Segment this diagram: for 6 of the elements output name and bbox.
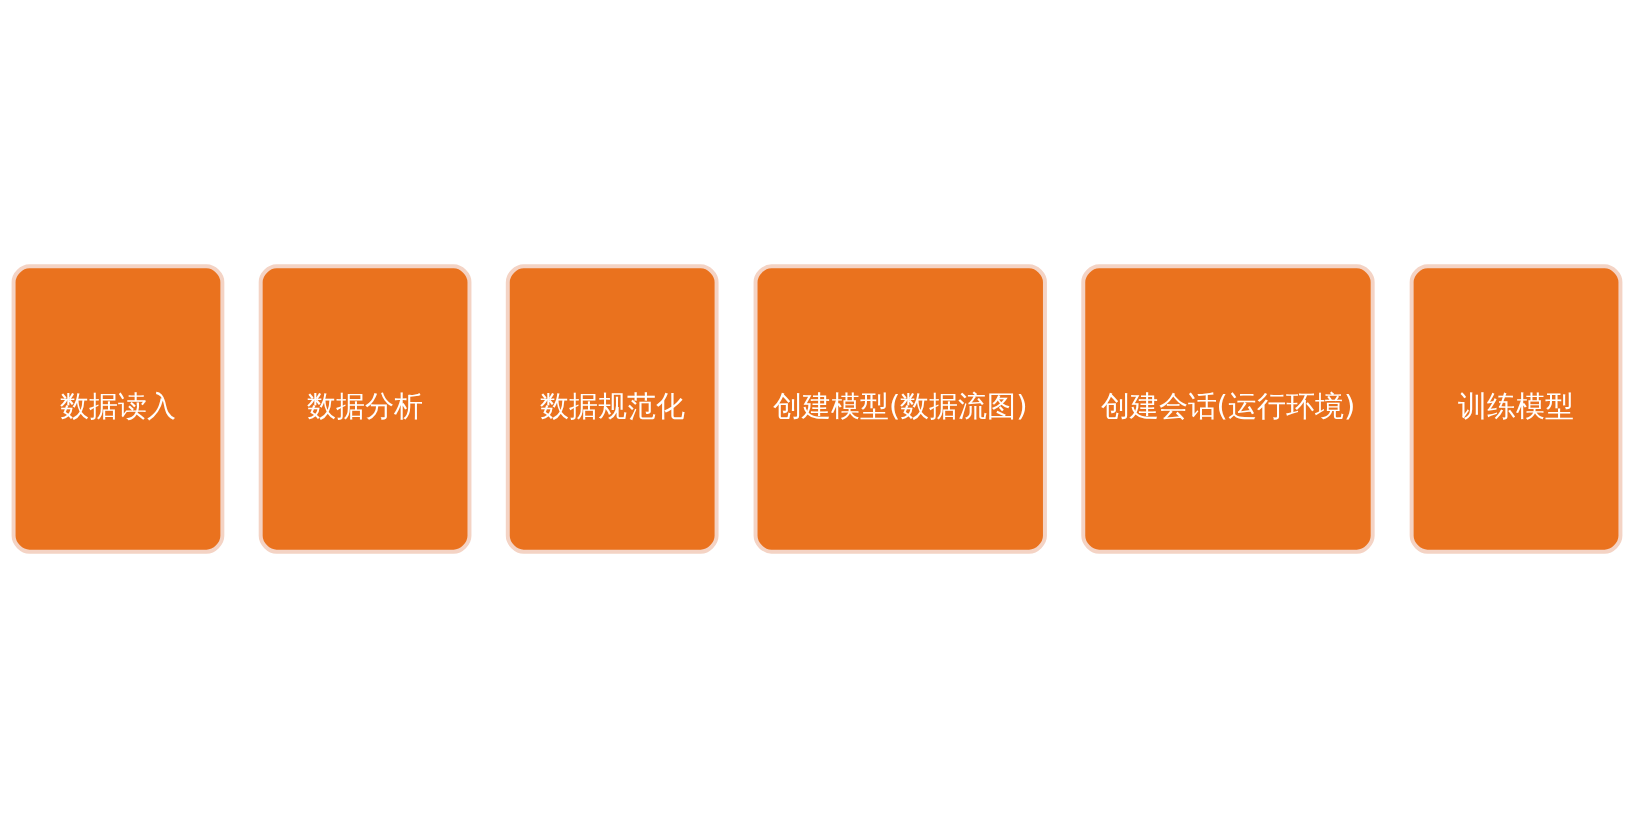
node-box: 创建会话(运行环境) (1081, 264, 1375, 554)
node-box: 创建模型(数据流图) (753, 264, 1047, 554)
node-box: 数据规范化 (505, 264, 719, 554)
node-box: 数据读入 (11, 264, 225, 554)
node-box: 数据分析 (258, 264, 472, 554)
node-box: 训练模型 (1409, 264, 1623, 554)
